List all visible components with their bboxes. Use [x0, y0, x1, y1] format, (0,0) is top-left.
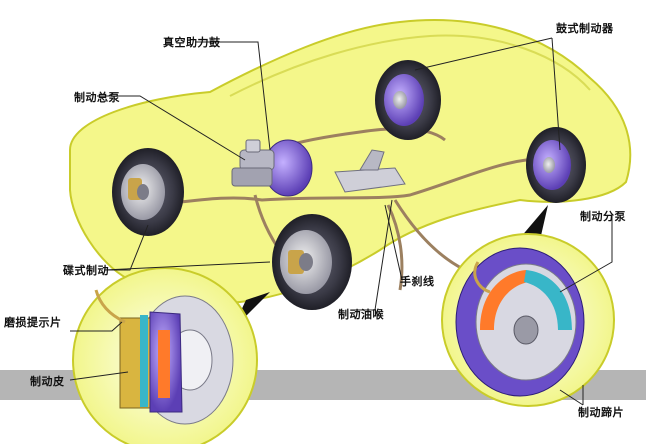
- label-disc-brake: 碟式制动: [63, 264, 109, 277]
- label-hand-brake-cable: 手刹线: [400, 275, 435, 288]
- label-vacuum-booster: 真空助力鼓: [163, 36, 221, 49]
- disc-brake-callout: [73, 268, 257, 444]
- label-brake-hose: 制动油喉: [338, 308, 384, 321]
- rear-right-wheel: [375, 60, 441, 140]
- label-brake-pad: 制动皮: [30, 375, 65, 388]
- label-wheel-cylinder: 制动分泵: [580, 210, 626, 223]
- rear-left-wheel: [526, 127, 586, 203]
- drum-brake-callout: [442, 234, 614, 406]
- front-right-wheel: [272, 214, 352, 310]
- label-drum-brake: 鼓式制动器: [556, 22, 614, 35]
- label-wear-indicator: 磨损提示片: [4, 316, 62, 329]
- label-master-cylinder: 制动总泵: [74, 91, 120, 104]
- front-left-wheel: [112, 148, 184, 236]
- label-brake-shoe: 制动蹄片: [578, 406, 624, 419]
